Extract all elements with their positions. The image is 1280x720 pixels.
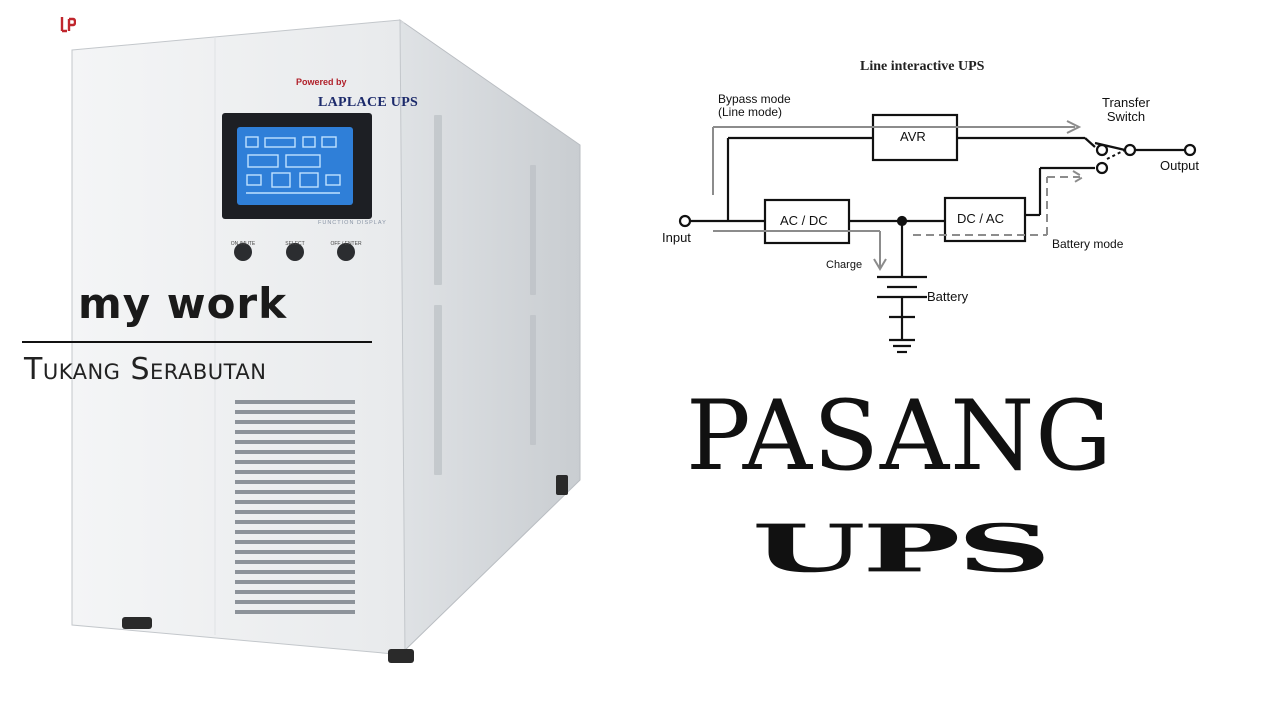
output-label: Output [1160, 158, 1200, 173]
input-label: Input [662, 230, 691, 245]
title-ups: UPS [752, 509, 1051, 587]
diagram-title: Line interactive UPS [860, 59, 985, 74]
laplace-logo-icon [60, 17, 76, 33]
display-caption: FUNCTION DISPLAY [318, 220, 387, 226]
avr-label: AVR [900, 129, 926, 144]
battery-mode-label: Battery mode [1052, 237, 1124, 251]
ac-dc-label: AC / DC [780, 213, 828, 228]
battery-label: Battery [927, 289, 969, 304]
dc-ac-label: DC / AC [957, 211, 1004, 226]
transfer-switch-label: Transfer Switch [1102, 95, 1150, 124]
bypass-mode-label: Bypass mode (Line mode) [718, 92, 791, 119]
powered-by-label: Powered by [296, 77, 347, 87]
diagram-lines [678, 113, 1197, 354]
divider-line [22, 341, 372, 343]
brand-name: LAPLACE UPS [318, 95, 419, 110]
button-label-on-mute: ON /MUTE [230, 241, 256, 247]
title-pasang: PASANG [686, 380, 1113, 492]
tukang-serabutan-subheading: Tukang Serabutan [24, 352, 267, 387]
charge-label: Charge [826, 259, 863, 271]
ups-device-image: Powered by LAPLACE UPS FUNCTION DISPLAY … [60, 15, 590, 675]
button-label-select: SELECT [285, 241, 305, 247]
my-work-heading: my work [78, 279, 288, 328]
line-interactive-ups-diagram: Line interactive UPS Bypass mode (Line m… [655, 55, 1225, 365]
button-label-off-enter: OFF / ENTER [330, 241, 362, 247]
